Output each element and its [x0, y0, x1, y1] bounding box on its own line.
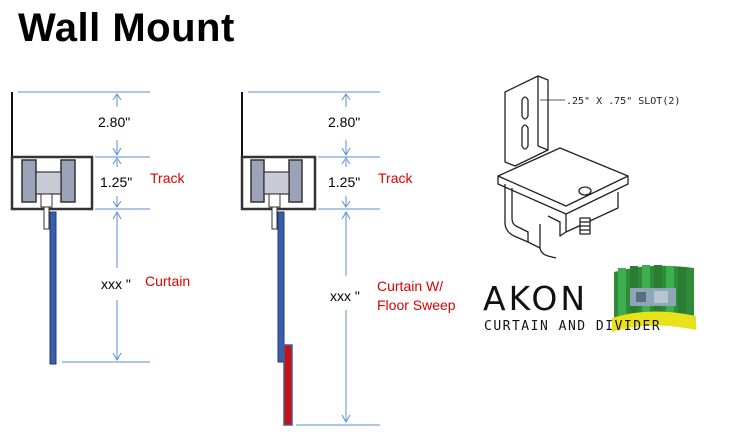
brand-name: AKON [483, 279, 589, 318]
right-label-curtain-line1: Curtain W/ [377, 278, 443, 294]
right-dim-curtain: xxx " [330, 288, 360, 304]
left-label-curtain: Curtain [145, 273, 190, 289]
right-dimension-lines [248, 91, 380, 426]
slot-annotation: .25" X .75" SLOT(2) [566, 96, 680, 107]
right-label-curtain-line2: Floor Sweep [377, 297, 456, 313]
page-title: Wall Mount [18, 6, 235, 50]
left-dim-track: 1.25" [100, 174, 132, 190]
right-dim-top: 2.80" [328, 114, 360, 130]
floor-sweep [283, 344, 293, 426]
left-label-track: Track [150, 170, 185, 186]
left-dim-curtain: xxx " [101, 276, 131, 292]
brand-tagline: CURTAIN AND DIVIDER [484, 319, 662, 334]
left-dim-top: 2.80" [98, 114, 130, 130]
right-dim-track: 1.25" [328, 174, 360, 190]
right-label-track: Track [378, 170, 413, 186]
left-dimension-lines [18, 91, 150, 363]
left-track-assembly [10, 92, 94, 365]
right-curtain [277, 211, 285, 363]
wall-bracket-illustration [497, 75, 629, 259]
right-track-assembly [240, 92, 317, 426]
left-curtain [49, 211, 57, 365]
akon-logo-graphic [612, 265, 696, 332]
